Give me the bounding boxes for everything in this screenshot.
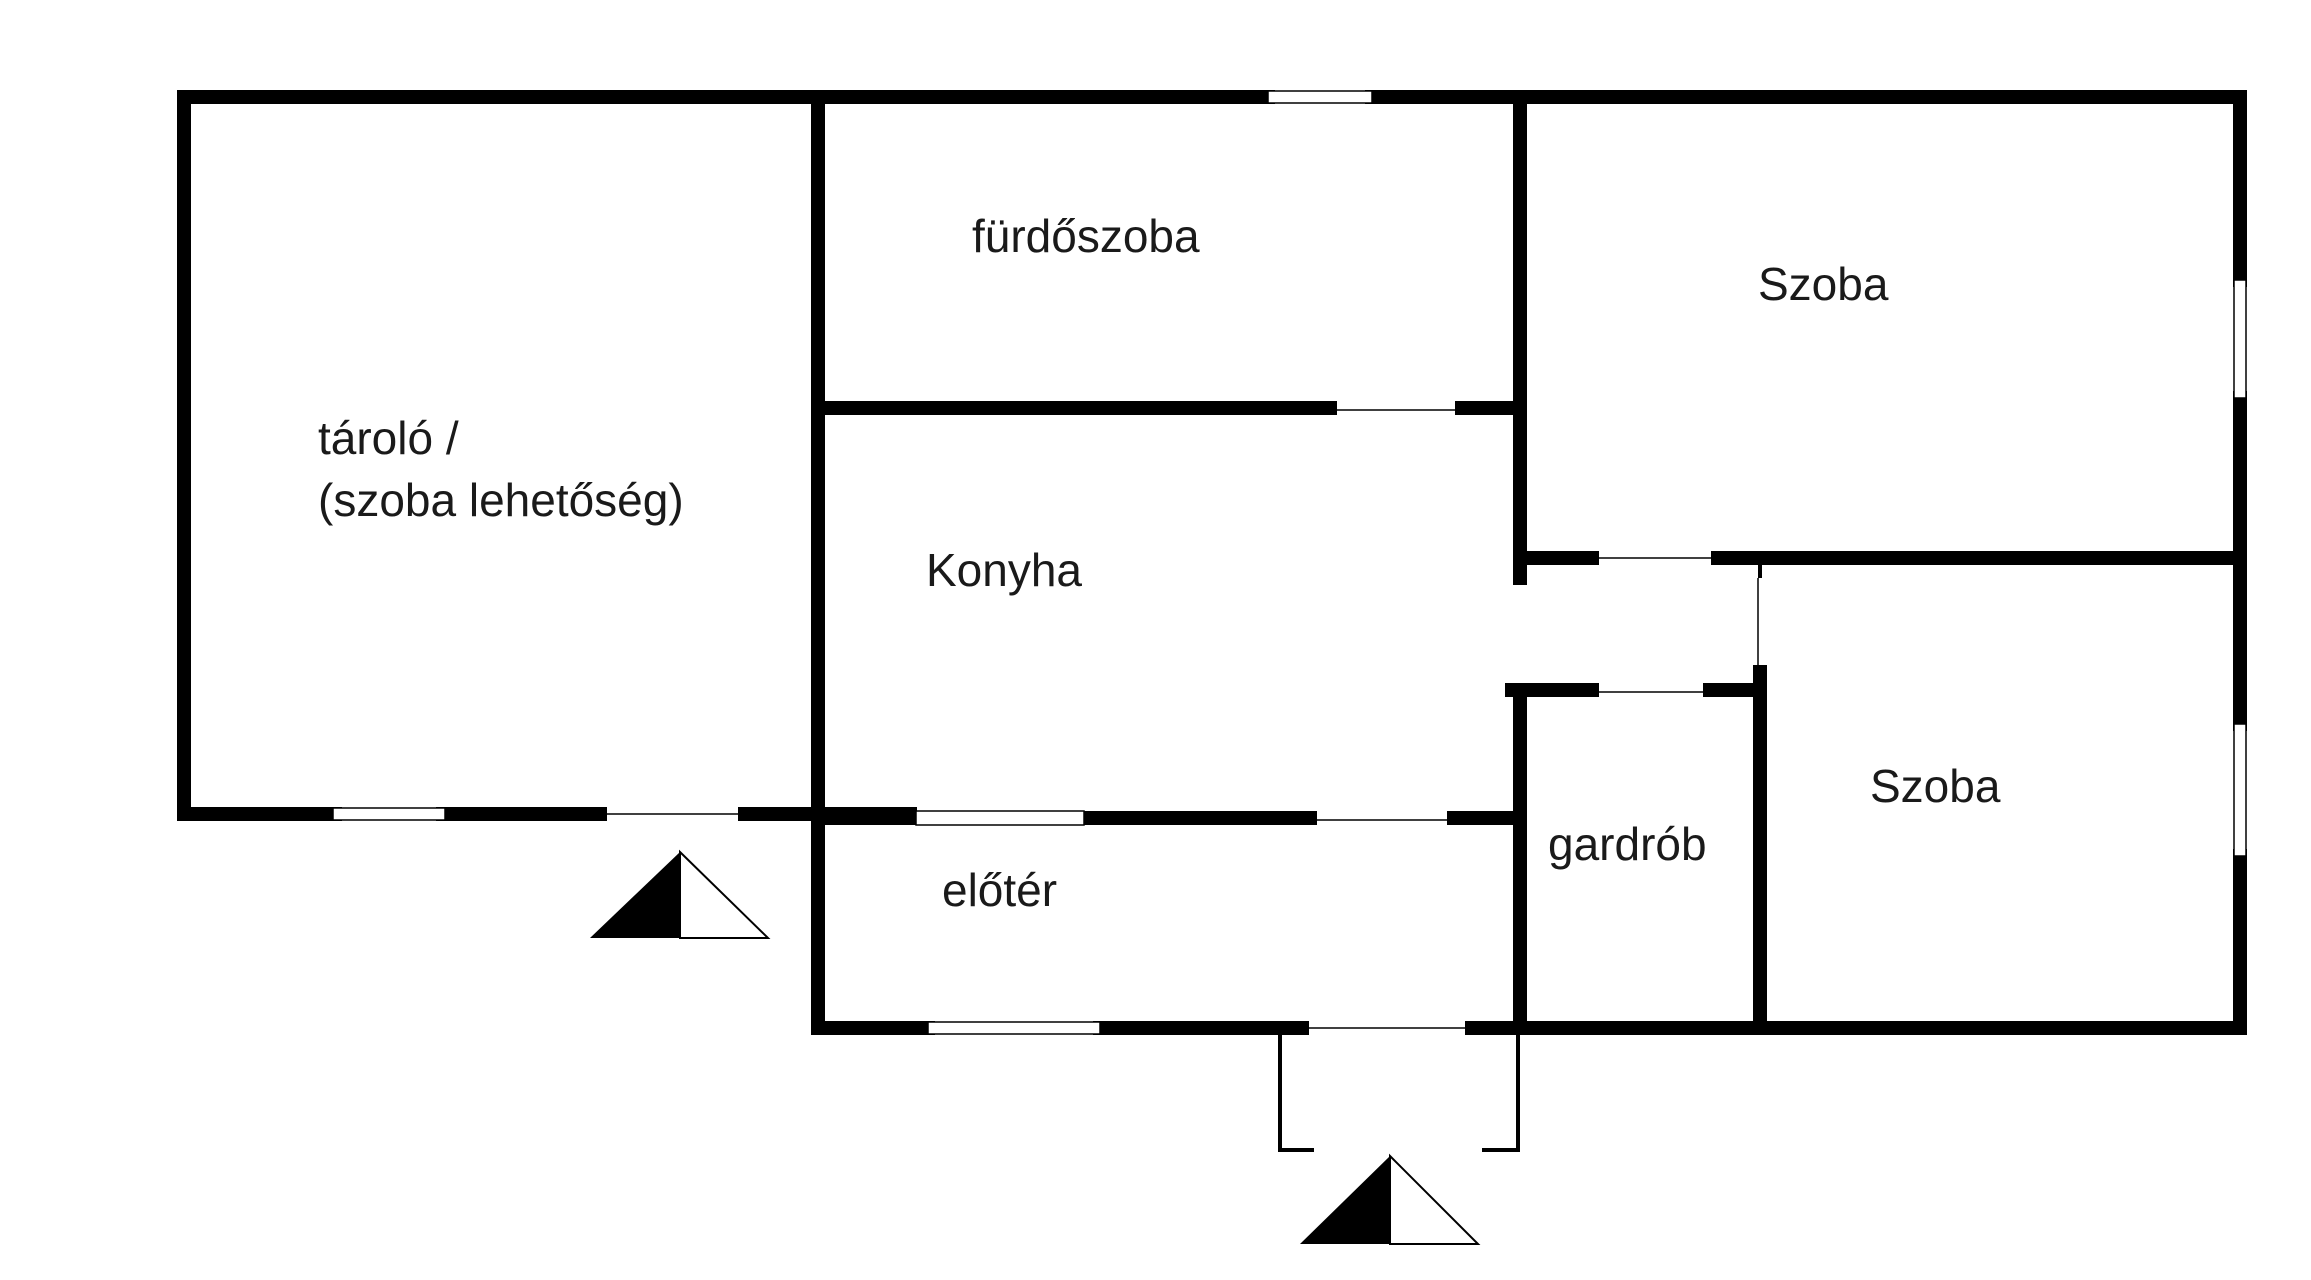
kitchen-label: Konyha	[926, 544, 1082, 596]
entrance-main-marker	[1300, 1153, 1481, 1245]
bathroom-window	[1267, 90, 1373, 104]
room-bottom-window	[2233, 723, 2247, 857]
storage-window	[332, 807, 446, 821]
entrance-porch	[1278, 1034, 1520, 1152]
hall-window	[927, 1021, 1101, 1035]
entrance-west-marker	[590, 849, 771, 939]
wardrobe-label: gardrób	[1548, 818, 1707, 870]
storage-room-label-line1: tároló /	[318, 412, 459, 464]
room-top-label: Szoba	[1758, 258, 1889, 310]
main-outer-walls	[811, 90, 2247, 1035]
kitchen-hall-window	[915, 810, 1085, 826]
interior-walls	[811, 90, 2247, 1035]
bathroom-label: fürdőszoba	[972, 210, 1200, 262]
room-bottom-label: Szoba	[1870, 760, 2001, 812]
storage-room-label-line2: (szoba lehetőség)	[318, 474, 684, 526]
hall-label: előtér	[942, 864, 1057, 916]
room-top-window	[2233, 279, 2247, 399]
storage-room-walls	[177, 90, 917, 821]
